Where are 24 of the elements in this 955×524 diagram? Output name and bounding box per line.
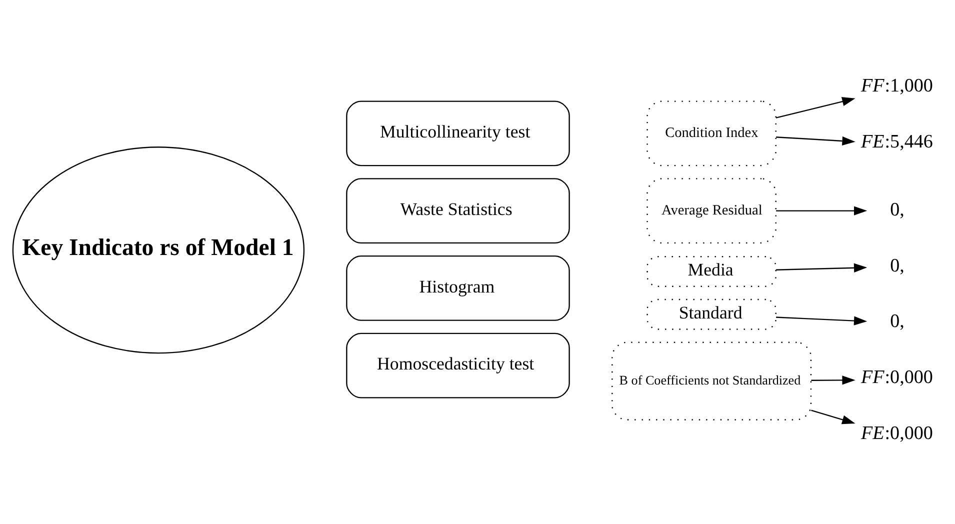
node-box: Waste Statistics <box>346 178 570 244</box>
node-text: FE:5,446 <box>860 131 933 152</box>
node-text: 0, <box>890 311 904 332</box>
node-box: Multicollinearity test <box>346 100 570 166</box>
arrow <box>776 97 856 118</box>
node-text: FE:0,000 <box>860 423 933 444</box>
arrow <box>776 263 868 272</box>
node-text: FF:1,000 <box>860 76 933 97</box>
node-text: 0, <box>890 255 904 276</box>
node-box: Condition Index <box>646 100 776 166</box>
arrow <box>811 410 856 424</box>
arrow <box>811 376 856 385</box>
arrow <box>776 136 856 146</box>
arrow <box>776 316 868 326</box>
node-box: Average Residual <box>646 178 776 244</box>
node-box: Media <box>646 256 776 287</box>
arrow <box>776 206 868 216</box>
node-box: B of Coefficients not Standardized <box>612 342 812 420</box>
node-ellipse: Key Indicato rs of Model 1 <box>12 146 305 354</box>
node-text: 0, <box>890 199 904 220</box>
node-box: Homoscedasticity test <box>346 332 570 398</box>
node-box: Standard <box>646 298 776 330</box>
node-text: FF:0,000 <box>860 367 933 388</box>
node-box: Histogram <box>346 255 570 321</box>
